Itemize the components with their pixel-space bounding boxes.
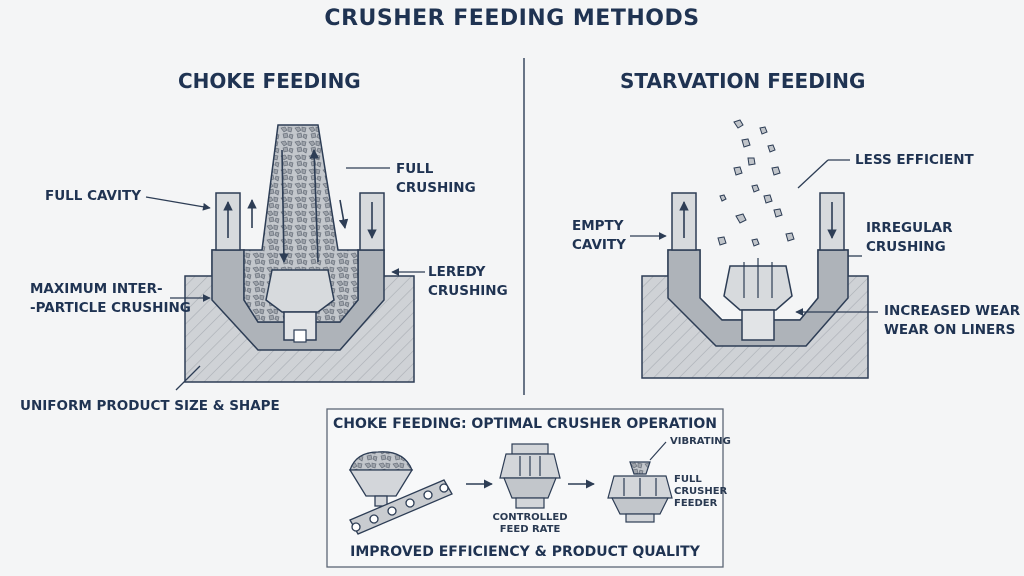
label-empty-line2: CAVITY — [572, 237, 626, 253]
label-irregular-line1: IRREGULAR — [866, 220, 953, 236]
starvation-leader-lines — [630, 159, 878, 316]
bottom-box-footer: IMPROVED EFFICIENCY & PRODUCT QUALITY — [350, 544, 700, 560]
label-leredy-line2: CRUSHING — [428, 283, 508, 299]
label-empty-line1: EMPTY — [572, 218, 624, 234]
choke-crusher-body — [184, 124, 415, 383]
starvation-crusher-body — [641, 192, 869, 379]
vibrating-leader — [649, 441, 667, 461]
feeder-crusher — [607, 461, 673, 523]
label-full-cavity: FULL CAVITY — [45, 188, 141, 204]
small-crusher — [499, 443, 561, 509]
label-max-line2: -PARTICLE CRUSHING — [30, 300, 191, 316]
label-full-crushing-line2: CRUSHING — [396, 180, 476, 196]
label-controlled-line1: CONTROLLED — [492, 512, 568, 523]
label-full-box-line2: CRUSHER — [674, 486, 728, 497]
choke-leader-lines — [145, 167, 425, 391]
page-title: CRUSHER FEEDING METHODS — [324, 6, 700, 31]
label-less-efficient: LESS EFFICIENT — [855, 152, 974, 168]
scattered-rocks — [717, 119, 795, 247]
bottom-box-title: CHOKE FEEDING: OPTIMAL CRUSHER OPERATION — [333, 416, 717, 432]
label-controlled-line2: FEED RATE — [499, 524, 561, 535]
label-full-box-line1: FULL — [674, 474, 702, 485]
label-full-box-line3: FEEDER — [674, 498, 718, 509]
starvation-flow-arrows — [679, 201, 837, 239]
starvation-heading: STARVATION FEEDING — [620, 69, 866, 93]
label-leredy-line1: LEREDY — [428, 264, 486, 280]
hopper-conveyor — [348, 451, 453, 535]
choke-flow-arrows — [223, 149, 377, 263]
choke-heading: CHOKE FEEDING — [178, 69, 361, 93]
label-wear-line1: INCREASED WEAR — [884, 303, 1021, 319]
label-irregular-line2: CRUSHING — [866, 239, 946, 255]
label-vibrating: VIBRATING — [670, 436, 731, 447]
label-wear-line2: WEAR ON LINERS — [884, 322, 1016, 338]
label-max-line1: MAXIMUM INTER- — [30, 281, 163, 297]
label-uniform: UNIFORM PRODUCT SIZE & SHAPE — [20, 398, 280, 414]
label-full-crushing-line1: FULL — [396, 161, 434, 177]
